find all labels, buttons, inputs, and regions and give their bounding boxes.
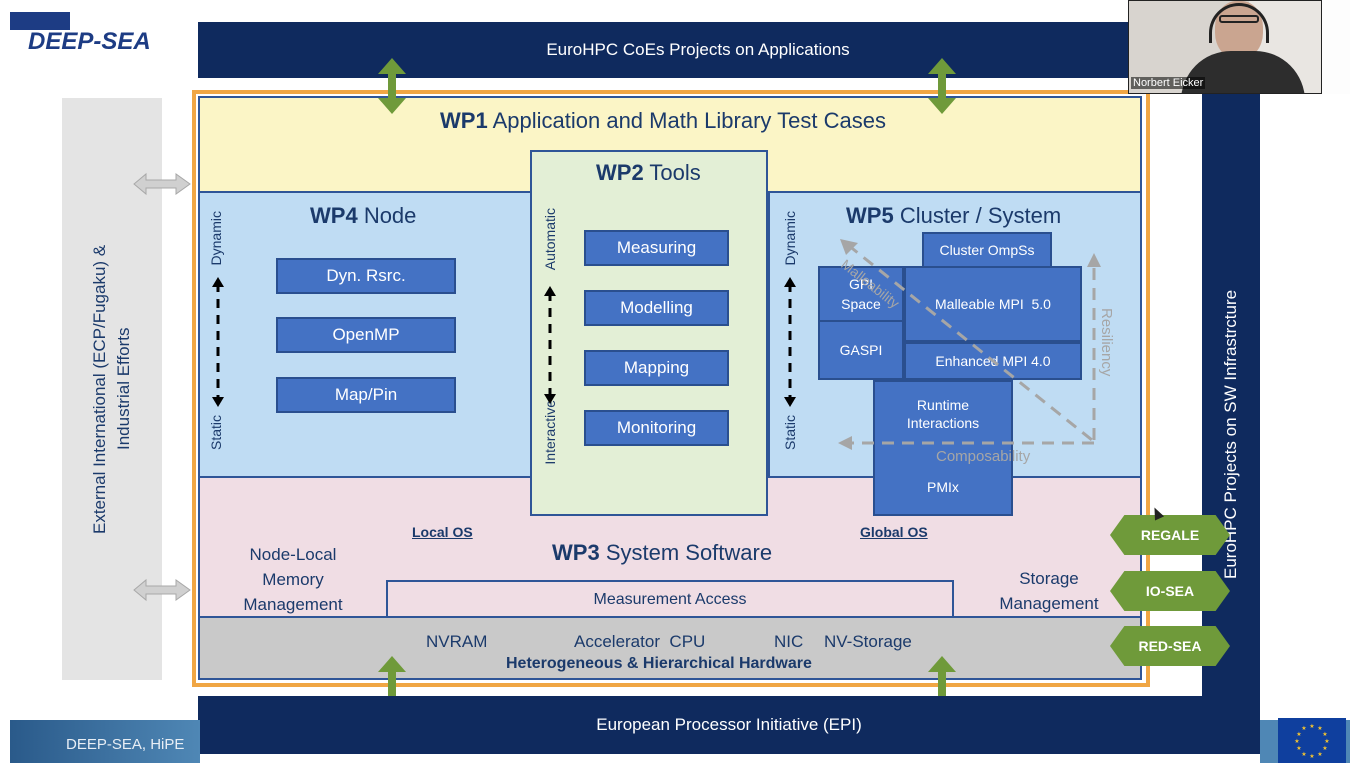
wp4-box: WP4 Node Dynamic Static Dyn. Rsrc. OpenM… — [198, 191, 532, 478]
double-arrow-icon — [133, 172, 191, 196]
local-os-label: Local OS — [412, 524, 473, 540]
webcam-name: Norbert Eicker — [1131, 77, 1206, 89]
svg-text:★: ★ — [1301, 751, 1306, 758]
eu-flag: ★★★ ★★★ ★★★ ★★★ — [1278, 718, 1346, 763]
hw-nvram: NVRAM — [426, 632, 488, 651]
wp5-axis-arrow — [784, 277, 796, 407]
double-arrow-icon — [928, 58, 956, 114]
arrow-head-icon — [838, 436, 852, 450]
arrow-up-icon — [544, 286, 556, 296]
global-os-label: Global OS — [860, 524, 928, 540]
wp2-item-monitoring: Monitoring — [584, 410, 729, 446]
arrow-down-icon — [212, 397, 224, 407]
headset-icon — [1209, 3, 1269, 43]
runtime-interactions: Runtime Interactions PMIx — [873, 380, 1013, 516]
wp4-item-openmp: OpenMP — [276, 317, 456, 353]
hw-nic: NIC — [774, 632, 804, 651]
wp4-axis-top: Dynamic — [208, 211, 224, 266]
wp2-item-measuring: Measuring — [584, 230, 729, 266]
svg-text:★: ★ — [1322, 745, 1327, 752]
related-red-sea: RED-SEA — [1110, 626, 1230, 666]
pmix-label: PMIx — [927, 479, 959, 495]
wp2-box: WP2 Tools Automatic Interactive Measurin… — [530, 150, 768, 516]
green-arrows — [378, 58, 956, 714]
svg-text:★: ★ — [1324, 738, 1329, 745]
arrow-down-icon — [544, 394, 556, 404]
right-edge-bar — [1322, 0, 1350, 94]
wp2-title: WP2 Tools — [596, 160, 701, 185]
wp2-axis-arrow — [544, 286, 556, 404]
svg-text:★: ★ — [1296, 745, 1301, 752]
wp2-item-mapping: Mapping — [584, 350, 729, 386]
hw-accel-cpu: Accelerator CPU — [574, 632, 706, 651]
svg-text:★: ★ — [1309, 753, 1314, 760]
webcam-tile: Norbert Eicker — [1128, 0, 1322, 94]
hardware-box: NVRAM Accelerator CPU NIC NV-Storage Het… — [198, 616, 1142, 680]
malleable-mpi: Malleable MPI 5.0 — [904, 266, 1082, 342]
double-arrow-icon — [378, 58, 406, 114]
wp1-box: WP1 Application and Math Library Test Ca… — [198, 96, 1142, 193]
hw-title: Heterogeneous & Hierarchical Hardware — [506, 655, 812, 672]
arrow-head-icon — [1087, 253, 1101, 267]
gaspi: GASPI — [818, 320, 904, 380]
top-banner: EuroHPC CoEs Projects on Applications — [198, 22, 1198, 78]
svg-text:★: ★ — [1301, 725, 1306, 732]
footer-text: DEEP-SEA, HiPE — [66, 736, 185, 753]
node-local-memory: Node-Local Memory Management — [243, 545, 343, 614]
resiliency-label: Resiliency — [1098, 308, 1115, 377]
wp5-title: WP5 Cluster / System — [846, 203, 1062, 228]
wp4-item-map-pin: Map/Pin — [276, 377, 456, 413]
footer-strip: DEEP-SEA, HiPE — [10, 720, 200, 763]
svg-text:★: ★ — [1322, 731, 1327, 738]
wp4-axis-bottom: Static — [208, 415, 224, 451]
arrow-head-icon — [840, 239, 858, 255]
measurement-access: Measurement Access — [386, 580, 954, 618]
logo-bar — [10, 12, 70, 30]
bottom-banner: European Processor Initiative (EPI) — [198, 696, 1260, 754]
wp4-title: WP4 Node — [310, 203, 417, 228]
arrow-down-icon — [784, 397, 796, 407]
gpi-space: GPI Space — [818, 266, 904, 322]
property-arrows — [838, 239, 1101, 450]
svg-text:★: ★ — [1309, 723, 1314, 730]
svg-text:★: ★ — [1317, 725, 1322, 732]
cluster-ompss: Cluster OmpSs — [922, 232, 1052, 268]
wp4-item-dyn-rsrc: Dyn. Rsrc. — [276, 258, 456, 294]
composability-label: Composability — [936, 448, 1031, 465]
wp2-item-modelling: Modelling — [584, 290, 729, 326]
related-regale: REGALE — [1110, 515, 1230, 555]
hw-nv-storage: NV-Storage — [824, 632, 912, 651]
arrow-up-icon — [212, 277, 224, 287]
left-arrows — [133, 172, 191, 602]
wp4-axis-arrow — [212, 277, 224, 407]
double-arrow-icon — [133, 578, 191, 602]
storage-management: Storage Management — [999, 569, 1099, 613]
svg-text:★: ★ — [1294, 738, 1299, 745]
eu-stars-icon: ★★★ ★★★ ★★★ ★★★ — [1294, 723, 1329, 760]
wp1-title: WP1 Application and Math Library Test Ca… — [440, 108, 886, 133]
left-banner-line1: External International (ECP/Fugaku) & — [90, 244, 109, 534]
related-io-sea: IO-SEA — [1110, 571, 1230, 611]
arrow-up-icon — [784, 277, 796, 287]
wp3-title: WP3 System Software — [552, 540, 773, 565]
svg-text:★: ★ — [1317, 751, 1322, 758]
deep-sea-logo: DEEP-SEA — [28, 28, 151, 55]
svg-text:★: ★ — [1296, 731, 1301, 738]
